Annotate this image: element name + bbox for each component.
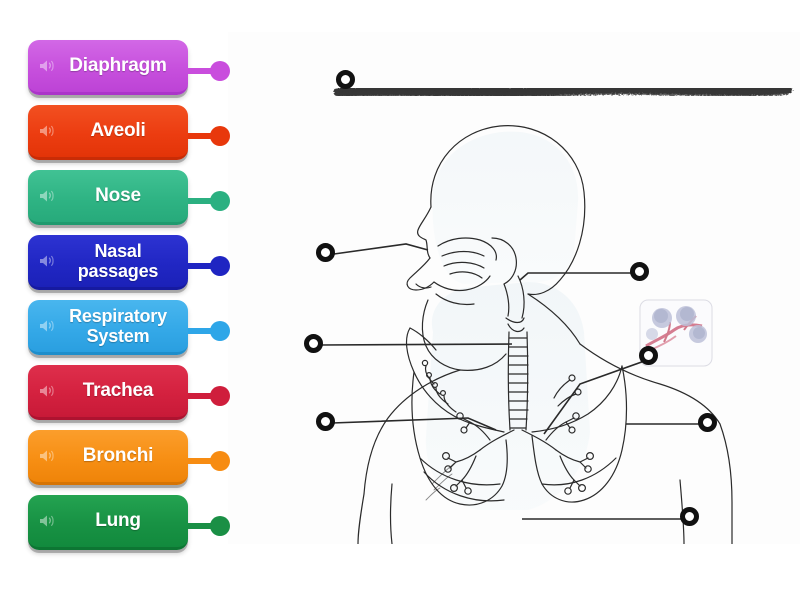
alveoli-inset	[639, 299, 713, 367]
connector-line	[188, 393, 214, 399]
connector-dot	[210, 61, 230, 81]
label-text: Diaphragm	[69, 55, 167, 76]
label-row-nasal-passages: Nasal passages	[28, 235, 230, 297]
label-chip-respiratory-system[interactable]: Respiratory System	[28, 300, 188, 355]
connector-dot	[210, 126, 230, 146]
leader-lines	[319, 243, 714, 520]
label-text: Trachea	[82, 380, 154, 401]
drop-marker-1[interactable]	[336, 70, 355, 89]
connector-line	[188, 133, 214, 139]
connector-nose	[188, 191, 230, 211]
label-chip-trachea[interactable]: Trachea	[28, 365, 188, 420]
connector-line	[188, 263, 214, 269]
connector-lung	[188, 516, 230, 536]
connector-line	[188, 68, 214, 74]
drop-marker-8[interactable]	[680, 507, 699, 526]
connector-dot	[210, 386, 230, 406]
label-row-trachea: Trachea	[28, 365, 230, 427]
label-chip-bronchi[interactable]: Bronchi	[28, 430, 188, 485]
speaker-icon[interactable]	[37, 121, 57, 141]
label-row-respiratory-system: Respiratory System	[28, 300, 230, 362]
speaker-icon[interactable]	[37, 446, 57, 466]
drop-marker-2[interactable]	[316, 243, 335, 262]
drop-marker-6[interactable]	[316, 412, 335, 431]
connector-dot	[210, 191, 230, 211]
label-text: Nasal passages	[77, 241, 159, 281]
connector-nasal-passages	[188, 256, 230, 276]
connector-line	[188, 458, 214, 464]
label-chip-nose[interactable]: Nose	[28, 170, 188, 225]
label-list: Diaphragm Aveoli	[28, 40, 230, 560]
label-row-diaphragm: Diaphragm	[28, 40, 230, 102]
label-text: Respiratory System	[69, 306, 167, 346]
connector-dot	[210, 451, 230, 471]
anatomy-sketch	[357, 125, 733, 544]
speaker-icon[interactable]	[37, 316, 57, 336]
label-chip-lung[interactable]: Lung	[28, 495, 188, 550]
drop-marker-5[interactable]	[639, 346, 658, 365]
label-row-lung: Lung	[28, 495, 230, 557]
label-row-bronchi: Bronchi	[28, 430, 230, 492]
label-row-aveoli: Aveoli	[28, 105, 230, 167]
diagram-panel	[228, 32, 800, 544]
label-text: Bronchi	[82, 445, 154, 466]
speaker-icon[interactable]	[37, 251, 57, 271]
connector-dot	[210, 516, 230, 536]
label-chip-aveoli[interactable]: Aveoli	[28, 105, 188, 160]
connector-line	[188, 328, 214, 334]
label-text: Aveoli	[90, 120, 146, 141]
connector-aveoli	[188, 126, 230, 146]
speaker-icon[interactable]	[37, 186, 57, 206]
label-text: Lung	[95, 510, 141, 531]
connector-dot	[210, 256, 230, 276]
speaker-icon[interactable]	[37, 381, 57, 401]
scribbled-line	[333, 84, 793, 98]
label-chip-nasal-passages[interactable]: Nasal passages	[28, 235, 188, 290]
label-text: Nose	[95, 185, 141, 206]
label-row-nose: Nose	[28, 170, 230, 232]
drop-marker-3[interactable]	[630, 262, 649, 281]
speaker-icon[interactable]	[37, 56, 57, 76]
connector-respiratory-system	[188, 321, 230, 341]
connector-diaphragm	[188, 61, 230, 81]
connector-dot	[210, 321, 230, 341]
connector-line	[188, 198, 214, 204]
connector-line	[188, 523, 214, 529]
drop-marker-4[interactable]	[304, 334, 323, 353]
speaker-icon[interactable]	[37, 511, 57, 531]
connector-trachea	[188, 386, 230, 406]
connector-bronchi	[188, 451, 230, 471]
drop-marker-7[interactable]	[698, 413, 717, 432]
label-chip-diaphragm[interactable]: Diaphragm	[28, 40, 188, 95]
